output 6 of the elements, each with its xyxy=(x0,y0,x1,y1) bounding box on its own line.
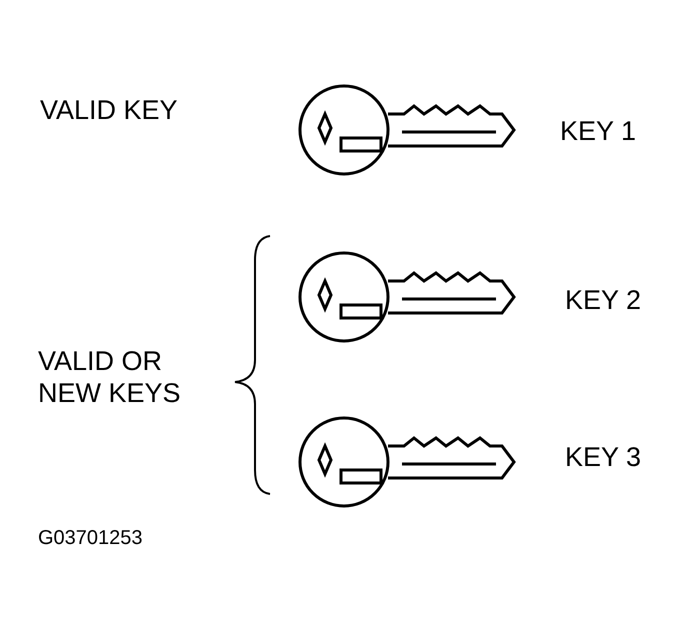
group-label: VALID OR NEW KEYS xyxy=(38,345,182,409)
key-label: KEY 2 xyxy=(565,284,642,316)
key-label: KEY 1 xyxy=(560,115,638,147)
figure-code: G03701253 xyxy=(38,526,144,551)
label-text: VALID KEY xyxy=(40,94,179,126)
key-label: KEY 3 xyxy=(565,441,642,473)
